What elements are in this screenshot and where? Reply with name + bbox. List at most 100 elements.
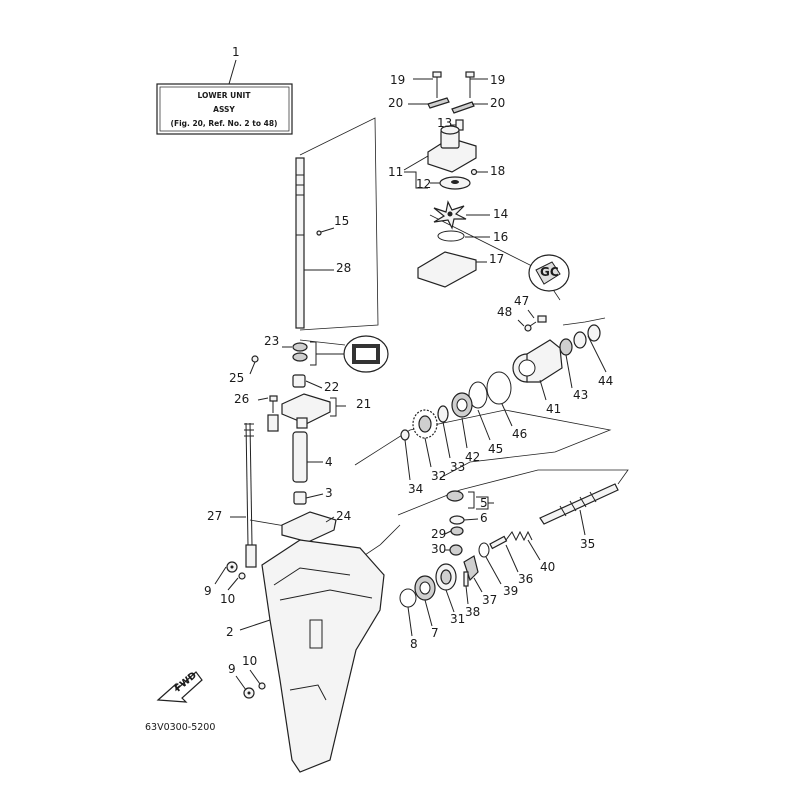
nut-30 [449,544,463,556]
callout-13: 13 [437,116,452,130]
part-25 [251,355,259,363]
pinion-6 [449,515,465,525]
callout-33: 33 [450,460,465,474]
callout-47: 47 [514,294,529,308]
leader-line [465,585,469,605]
callout-37: 37 [482,593,497,607]
leader-line [565,354,573,389]
plate-20-left [427,97,450,109]
leader-line [235,675,247,691]
callout-9: 9 [204,584,212,598]
key-15 [316,230,322,236]
leader-line [249,669,261,685]
leader-line [579,509,586,536]
propeller-shaft-35 [539,483,619,525]
leader-line [239,619,271,631]
callout-31: 31 [450,612,465,626]
sleeve-4 [292,431,308,483]
callout-16: 16 [493,230,508,244]
title-line-3: (Fig. 20, Ref. No. 2 to 48) [171,119,278,128]
callout-32: 32 [431,469,446,483]
callout-22: 22 [324,380,339,394]
callout-29: 29 [431,527,446,541]
bolt-9-upper [226,561,238,573]
callout-21: 21 [356,397,371,411]
leader-line [305,380,323,389]
callout-40: 40 [540,560,555,574]
callout-26: 26 [234,392,249,406]
plunger-36 [489,535,508,550]
leader-line [442,421,451,459]
gc-callout-2: GC [528,254,570,292]
callout-46: 46 [512,427,527,441]
callout-41: 41 [546,402,561,416]
leader-line [320,227,335,233]
bearing-housing-41 [512,339,563,383]
plate-20-right [451,101,475,114]
title-line-1: LOWER UNIT [198,91,252,100]
bracket-line [403,155,429,171]
callout-30: 30 [431,542,446,556]
callout-19: 19 [490,73,505,87]
shim-5 [446,490,464,502]
callout-20: 20 [490,96,505,110]
leader-line [325,516,335,523]
leader-line [444,530,452,535]
outer-plate-17 [417,251,477,288]
callout-9: 9 [228,662,236,676]
callout-15: 15 [334,214,349,228]
leader-line [404,439,411,481]
spring-40 [505,530,533,542]
leader-line [501,403,513,427]
callout-14: 14 [493,207,508,221]
callout-39: 39 [503,584,518,598]
gc-label: GC [540,265,559,279]
shim-8 [399,588,417,608]
callout-5: 5 [480,496,488,510]
bolt-26 [269,395,278,413]
seal-group-23 [292,341,317,366]
callout-44: 44 [598,374,613,388]
callout-24: 24 [336,509,351,523]
gc-callout [316,335,389,373]
leader-line [517,319,525,327]
callout-36: 36 [518,572,533,586]
leader-line [214,566,227,585]
washer-10-upper [238,572,246,580]
leader-line [305,493,324,499]
shift-rod-27 [244,422,257,568]
leader-line [477,409,491,441]
callout-6: 6 [480,511,488,525]
leader-line [587,335,607,373]
leader-line [445,589,455,613]
bracket-line [404,171,428,189]
callout-43: 43 [573,388,588,402]
housing-21 [267,393,331,432]
washer-48 [524,324,532,332]
ring-39 [478,542,490,558]
bushing-3 [293,491,307,505]
callout-28: 28 [336,261,351,275]
leader-line [227,577,239,591]
callout-19: 19 [390,73,405,87]
callout-20: 20 [388,96,403,110]
callout-10: 10 [220,592,235,606]
leader-line [505,544,519,573]
leader-line [539,379,547,401]
bearing-7 [414,575,436,601]
title-line-2: ASSY [213,105,235,114]
bracket-line [330,406,337,417]
callout-48: 48 [497,305,512,319]
callout-45: 45 [488,442,503,456]
leader-line [527,539,541,561]
needle-bearing-43 [559,338,573,356]
leader-line [485,556,502,585]
callout-38: 38 [465,605,480,619]
leader-line [249,361,256,375]
callout-2: 2 [226,625,234,639]
thrust-washer-34 [400,429,410,441]
fwd-arrow: FWD [156,670,203,703]
forward-gear-31 [435,563,457,591]
